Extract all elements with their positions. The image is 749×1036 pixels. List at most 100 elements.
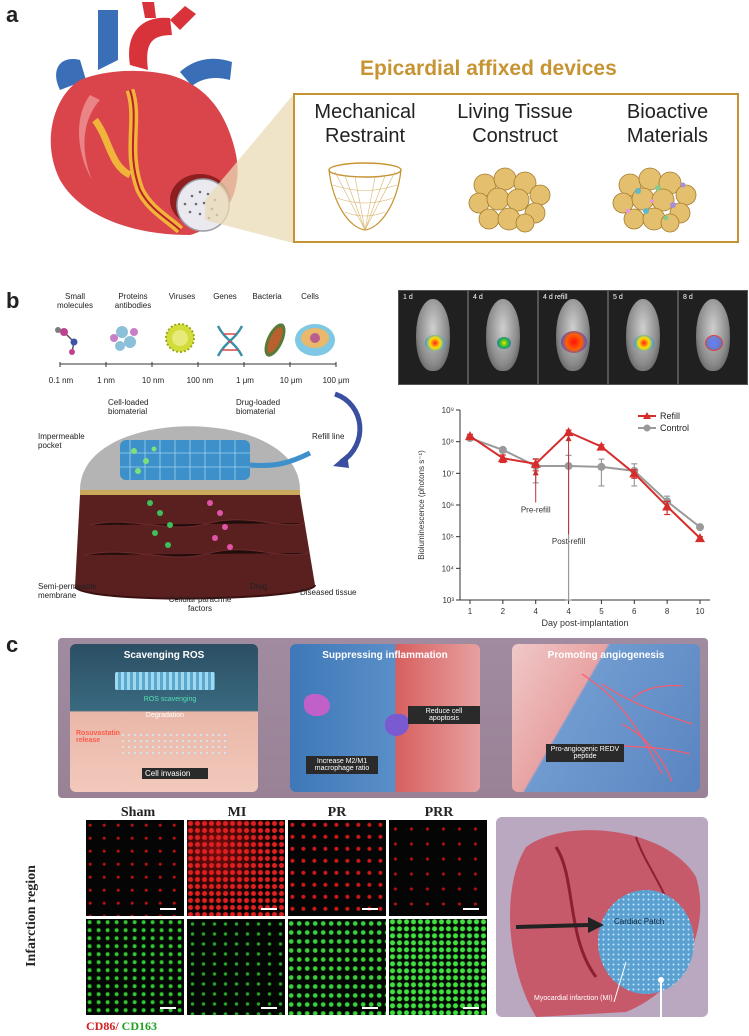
point-refill	[596, 441, 607, 451]
scale-tick-3: 100 nm	[186, 376, 214, 385]
callout-wedge	[205, 95, 293, 243]
card-suppressing-inflammation: Suppressing inflammation Reduce cell apo…	[290, 644, 480, 792]
scale-item-genes: Genes	[213, 292, 237, 301]
x-tick-label: 6	[632, 607, 637, 616]
scale-bar	[160, 1007, 176, 1009]
y-tick-label: 10⁷	[442, 469, 454, 478]
heart-illustration	[50, 2, 238, 235]
label-drug: Drug	[250, 582, 268, 591]
annotation-arrowhead-post	[565, 435, 572, 442]
note-proangio: Pro-angiogenic REDV peptide	[546, 744, 624, 762]
device-label-1-line2: Restraint	[324, 125, 406, 147]
series-line-refill	[469, 430, 701, 539]
label-cell-loaded: Cell-loaded biomaterial	[108, 398, 149, 416]
device-label-3: Bioactive Materials	[600, 100, 735, 148]
scale-bar	[261, 1007, 277, 1009]
label-drug-loaded: Drug-loaded biomaterial	[236, 398, 281, 416]
label-pocket: Impermeable pocket	[38, 432, 85, 450]
signal-spot	[705, 335, 723, 351]
scale-item-cells: Cells	[301, 292, 319, 301]
vessel-network	[581, 673, 693, 783]
device-heading: Epicardial affixed devices	[360, 57, 617, 80]
bioactive-materials-illustration	[612, 167, 697, 233]
x-axis-label: Day post-implantation	[541, 618, 628, 628]
stain-label-cd86: CD86/	[86, 1019, 119, 1033]
cardiac-patch-illustration: Cardiac Patch Myocardial infarction (MI)	[496, 817, 708, 1017]
annotation-pre-refill: Pre-refill	[521, 505, 551, 514]
fluor-sham-cd163	[86, 919, 184, 1015]
note-degradation: Degradation	[145, 712, 185, 719]
device-label-1-line1: Mechanical	[314, 101, 416, 123]
scale-bar	[362, 1007, 378, 1009]
device-label-2: Living Tissue Construct	[440, 100, 590, 148]
card-title-inflammation: Suppressing inflammation	[322, 650, 448, 661]
annotation-arrowhead-pre	[532, 469, 539, 476]
scale-tick-0: 0.1 nm	[48, 376, 74, 385]
row-label-infarction: Infarction region	[24, 865, 39, 967]
imaging-tile-4: 5 d	[608, 290, 678, 385]
point-refill	[662, 501, 673, 511]
scale-tick-2: 10 nm	[141, 376, 165, 385]
scale-tick-4: 1 μm	[236, 376, 254, 385]
card-title-ros: Scavenging ROS	[123, 650, 205, 661]
device-label-3-line1: Bioactive	[626, 101, 709, 123]
legend-marker-control	[643, 424, 651, 432]
refill-arrow-icon	[333, 391, 363, 468]
imaging-day-1: 1 d	[403, 294, 413, 301]
scale-item-proteins: Proteins antibodies	[114, 292, 152, 310]
fluor-mi-cd86	[187, 820, 285, 916]
label-refill-line: Refill line	[312, 432, 345, 441]
signal-spot	[634, 335, 654, 351]
fluor-mi-cd163	[187, 919, 285, 1015]
implant-device-diagram	[74, 426, 316, 600]
legend-label-refill: Refill	[660, 411, 680, 421]
group-label-sham: Sham	[120, 805, 156, 820]
size-scale-icons	[55, 323, 335, 357]
device-label-2-line2: Construct	[472, 125, 558, 147]
x-tick-label: 10	[696, 607, 705, 616]
scale-item-viruses: Viruses	[168, 292, 196, 301]
macrophage-cell	[385, 714, 409, 736]
y-axis-label: Bioluminescence (photons s⁻¹)	[417, 450, 426, 560]
card-promoting-angiogenesis: Promoting angiogenesis Pro-angiogenic RE…	[512, 644, 700, 792]
x-tick-label: 1	[468, 607, 473, 616]
scale-bar	[463, 1007, 479, 1009]
signal-spot	[497, 337, 511, 349]
y-tick-label: 10⁸	[442, 438, 454, 447]
panel-letter-a: a	[6, 2, 19, 27]
fluor-prr-cd163	[389, 919, 487, 1015]
y-tick-label: 10⁶	[442, 501, 454, 510]
imaging-day-5: 8 d	[683, 294, 693, 301]
ros-particles	[120, 732, 230, 754]
panel-letter-b: b	[6, 288, 20, 313]
point-control	[498, 445, 507, 454]
note-invasion: Cell invasion	[142, 768, 208, 779]
point-refill	[465, 431, 475, 441]
size-scale-axis	[59, 362, 337, 367]
scale-tick-1: 1 nm	[97, 376, 115, 385]
label-paracrine: Cellular paracrine factors	[168, 595, 232, 613]
tissue-construct-illustration	[468, 167, 551, 233]
stain-legend: CD86/ CD163	[86, 1019, 157, 1034]
device-label-2-line1: Living Tissue	[457, 101, 573, 123]
imaging-tile-5: 8 d	[678, 290, 748, 385]
scale-bar	[463, 908, 479, 910]
label-membrane: Semi-permeable membrane	[38, 582, 97, 600]
point-refill	[530, 458, 541, 468]
point-control	[696, 523, 704, 532]
note-increase: Increase M2/M1 macrophage ratio	[306, 756, 378, 774]
device-label-1: Mechanical Restraint	[300, 100, 430, 148]
fluor-pr-cd86	[288, 820, 386, 916]
scale-tick-6: 100 μm	[322, 376, 350, 385]
x-tick-label: 8	[665, 607, 670, 616]
y-tick-label: 10⁹	[442, 406, 454, 415]
note-rosuvastatin: Rosuvastatin release	[76, 730, 120, 744]
annotation-post-refill: Post-refill	[552, 537, 586, 546]
label-diseased-tissue: Diseased tissue	[300, 588, 357, 597]
legend-marker-refill	[643, 412, 651, 419]
device-box	[293, 93, 739, 243]
macrophage-cell	[304, 694, 330, 716]
y-tick-label: 10³	[442, 596, 454, 605]
ros-scaffold	[115, 672, 215, 690]
card-scavenging-ros: Scavenging ROS ROS scavenging Degradatio…	[70, 644, 258, 792]
